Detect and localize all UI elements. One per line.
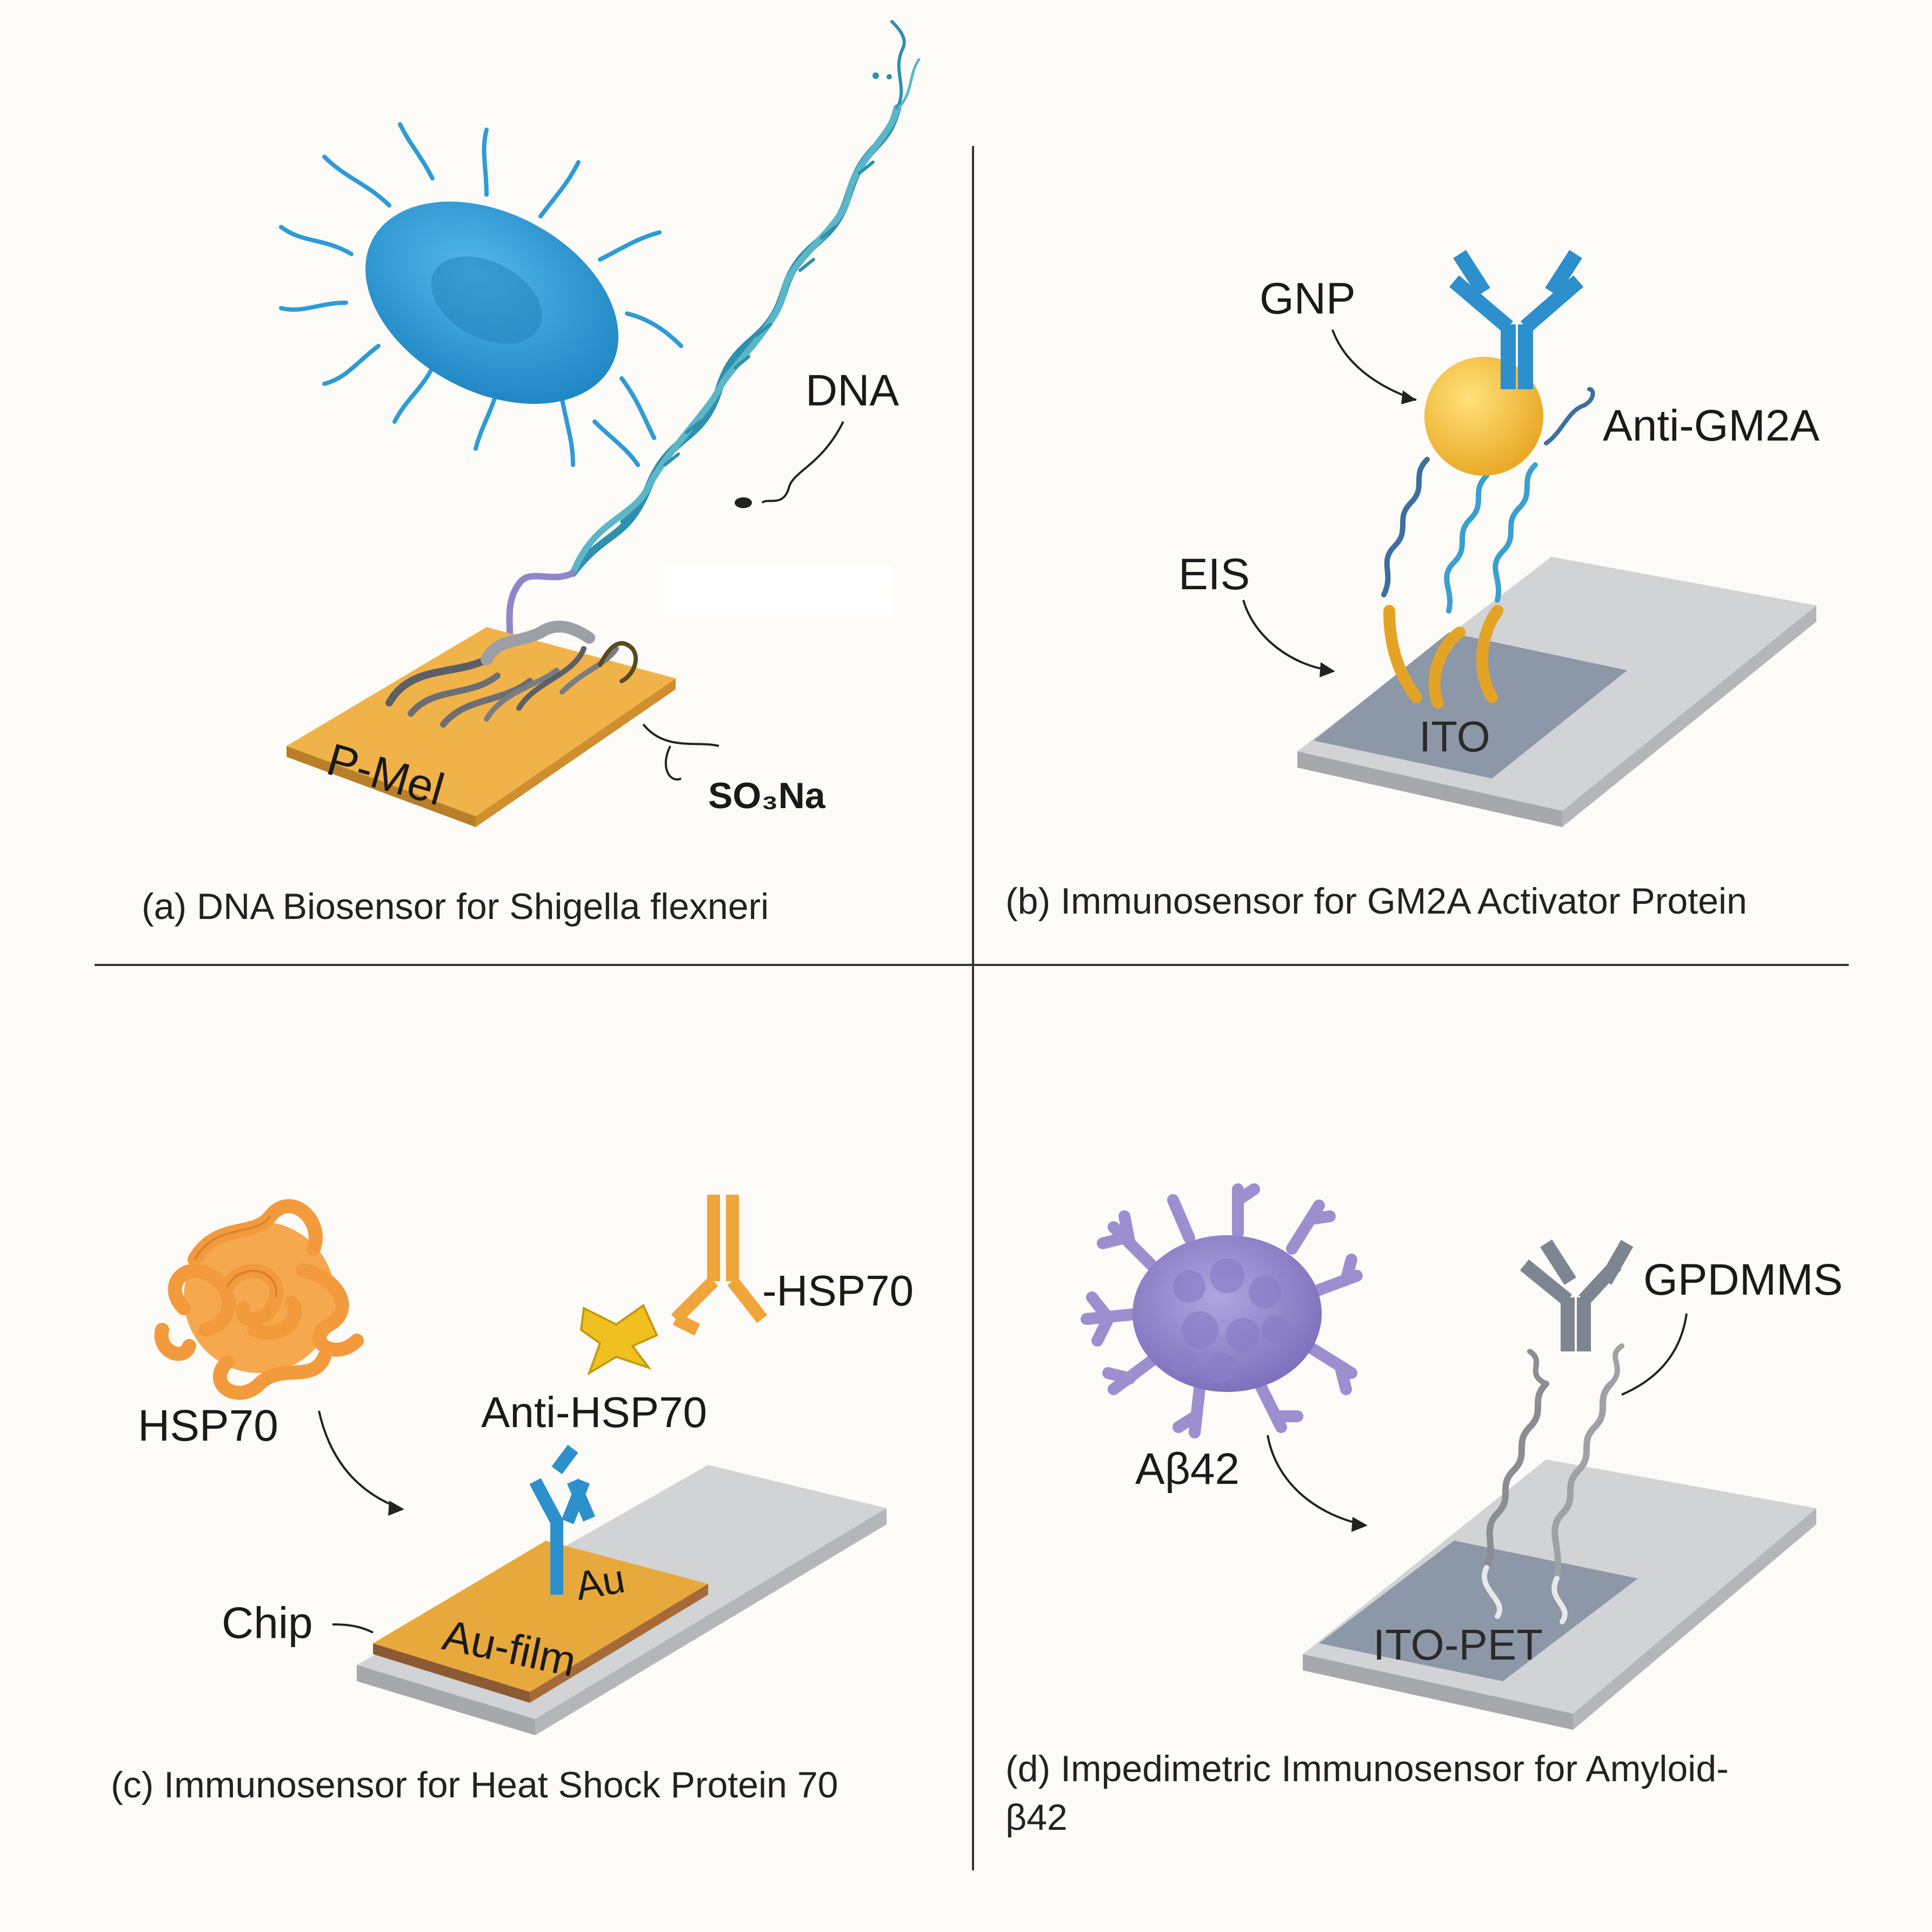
electrode-strip-icon [357, 1465, 887, 1735]
protein-aggregate-icon [154, 1199, 364, 1400]
label-so3na: SO₃Na [708, 775, 826, 816]
label-hsp70: HSP70 [138, 1401, 278, 1450]
caption-a: (a) DNA Biosensor for Shigella flexneri [142, 886, 769, 927]
label-molecule-icon [579, 1303, 658, 1376]
label-secondary-hsp70: -HSP70 [762, 1267, 914, 1315]
label-ito: ITO [1419, 712, 1490, 761]
gold-substrate [287, 627, 676, 827]
caption-d-line1: (d) Impedimetric Immunosensor for Amyloi… [1005, 1748, 1729, 1789]
panel-b: ITO GNP Anti-GM2A [1005, 250, 1820, 922]
panel-c: HSP70 Au Au-film Chip Anti-HSP70 [111, 1195, 914, 1806]
antibody-icon [529, 1444, 596, 1595]
label-eis: EIS [1178, 550, 1250, 599]
antibody-icon [1449, 250, 1584, 389]
label-chip: Chip [222, 1598, 313, 1648]
caption-d-line2: β42 [1005, 1797, 1068, 1838]
dna-helix-icon [505, 20, 921, 652]
label-ito-pet: ITO-PET [1373, 1621, 1543, 1669]
caption-c: (c) Immunosensor for Heat Shock Protein … [111, 1764, 838, 1806]
antibody-icon [1520, 1239, 1634, 1351]
label-anti-hsp70: Anti-HSP70 [481, 1388, 707, 1436]
label-dna: DNA [805, 366, 899, 415]
electrode-strip-icon [1297, 557, 1816, 827]
label-gpdmms: GPDMMS [1643, 1255, 1843, 1304]
panel-d: Aβ42 ITO-PET GPDMM [1005, 1183, 1843, 1838]
label-au: Au [572, 1556, 628, 1608]
label-gnp: GNP [1260, 274, 1356, 323]
label-abeta42: Aβ42 [1135, 1444, 1240, 1494]
protein-aggregate-icon [1081, 1183, 1363, 1438]
antibody-icon [671, 1195, 768, 1336]
caption-b: (b) Immunosensor for GM2A Activator Prot… [1005, 881, 1747, 922]
label-anti-gm2a: Anti-GM2A [1603, 401, 1820, 450]
bacteria-icon [279, 122, 683, 467]
